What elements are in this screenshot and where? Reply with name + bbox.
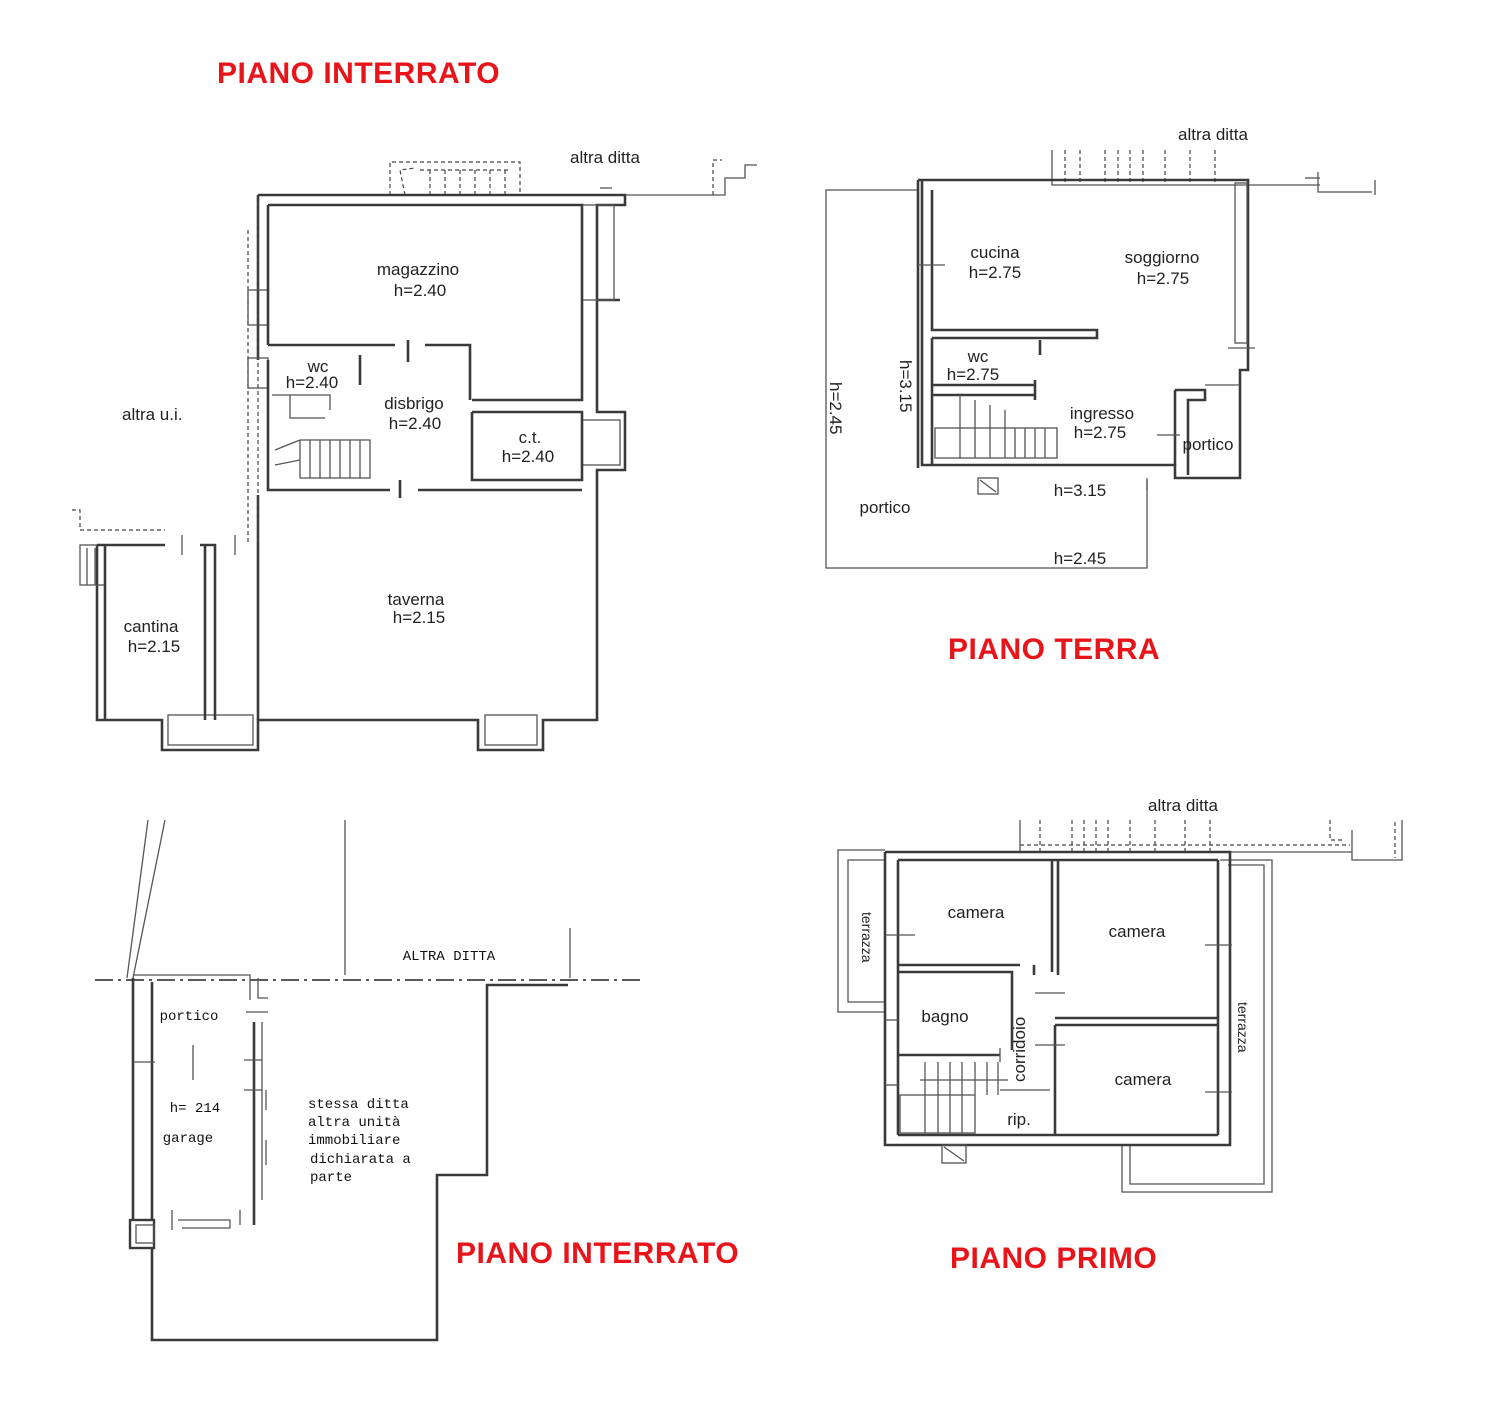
room-magazzino-name: magazzino: [377, 260, 459, 279]
basement-garage-plan: ALTRA DITTA portico h= 214 garage stessa…: [95, 819, 645, 1342]
title-basement: PIANO INTERRATO: [217, 57, 501, 90]
title-basement-garage: PIANO INTERRATO: [456, 1237, 740, 1270]
garage-name-label: garage: [163, 1131, 213, 1147]
room-ingresso-height: h=2.75: [1074, 423, 1126, 442]
ground-height-left-inner: h=3.15: [896, 360, 915, 412]
first-floor-plan: altra ditta camera camera camera bagno c…: [837, 796, 1403, 1193]
ground-floor-plan: altra ditta cucina h=2.75 soggiorno h=2.…: [825, 125, 1376, 569]
first-neighbor-top-label: altra ditta: [1148, 796, 1218, 815]
room-cucina-name: cucina: [970, 243, 1020, 262]
basement-neighbor-boundary: [389, 159, 757, 196]
basement-neighbor-left-label: altra u.i.: [122, 405, 182, 424]
room-camera-bottom-right: camera: [1115, 1070, 1172, 1089]
terrace-left-label: terrazza: [859, 912, 875, 963]
room-soggiorno-height: h=2.75: [1137, 269, 1189, 288]
room-camera-top-right: camera: [1109, 922, 1166, 941]
title-ground-floor: PIANO TERRA: [948, 633, 1161, 666]
room-ingresso-name: ingresso: [1070, 404, 1134, 423]
garage-note-line-4: dichiarata a: [310, 1152, 411, 1168]
ground-height-left-outer: h=2.45: [826, 382, 845, 434]
room-wc-name: wc: [307, 357, 329, 376]
ground-neighbor-boundary: [1051, 150, 1376, 195]
room-ground-wc-height: h=2.75: [947, 365, 999, 384]
room-ct-height: h=2.40: [502, 447, 554, 466]
room-ground-wc-name: wc: [967, 347, 989, 366]
room-ct-name: c.t.: [519, 428, 542, 447]
ground-height-bottom-inner: h=3.15: [1054, 481, 1106, 500]
basement-neighbor-top-label: altra ditta: [570, 148, 640, 167]
room-cucina-height: h=2.75: [969, 263, 1021, 282]
room-disbrigo-height: h=2.40: [389, 414, 441, 433]
room-portico-large: portico: [859, 498, 910, 517]
garage-portico-label: portico: [160, 1009, 219, 1025]
garage-neighbor-top-label: ALTRA DITTA: [403, 949, 496, 965]
room-camera-top-left: camera: [948, 903, 1005, 922]
room-wc-height: h=2.40: [286, 373, 338, 392]
terrace-right-label: terrazza: [1235, 1002, 1251, 1053]
room-magazzino-height: h=2.40: [394, 281, 446, 300]
basement-plan: altra ditta altra u.i. magazzino h=2.40 …: [72, 148, 757, 752]
room-ripostiglio: rip.: [1007, 1110, 1031, 1129]
garage-height-label: h= 214: [170, 1101, 220, 1117]
room-cantina-height: h=2.15: [128, 637, 180, 656]
ground-height-bottom-outer: h=2.45: [1054, 549, 1106, 568]
room-cantina-name: cantina: [124, 617, 179, 636]
garage-note-line-5: parte: [310, 1170, 352, 1186]
garage-note-line-2: altra unità: [308, 1115, 400, 1131]
garage-note-line-3: immobiliare: [308, 1133, 400, 1149]
ground-neighbor-top-label: altra ditta: [1178, 125, 1248, 144]
garage-note-line-1: stessa ditta: [308, 1097, 409, 1113]
room-taverna-name: taverna: [388, 590, 445, 609]
room-portico-small: portico: [1182, 435, 1233, 454]
title-first-floor: PIANO PRIMO: [950, 1242, 1158, 1275]
room-corridoio: corridoio: [1010, 1017, 1029, 1082]
room-soggiorno-name: soggiorno: [1125, 248, 1200, 267]
room-taverna-height: h=2.15: [393, 608, 445, 627]
first-neighbor-boundary: [1019, 820, 1403, 861]
room-disbrigo-name: disbrigo: [384, 394, 444, 413]
room-bagno: bagno: [921, 1007, 968, 1026]
